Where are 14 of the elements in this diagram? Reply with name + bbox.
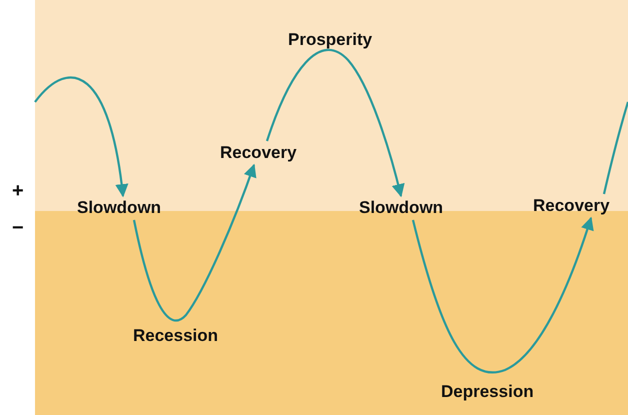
- phase-label: Prosperity: [288, 30, 372, 50]
- curved-arrow: [412, 216, 594, 374]
- sign-label: +: [12, 181, 24, 201]
- phase-label: Recession: [133, 326, 218, 346]
- phase-label: Slowdown: [77, 198, 162, 218]
- phase-label: Recovery: [533, 196, 610, 216]
- phase-label: Slowdown: [359, 198, 444, 218]
- curved-arrow: [132, 164, 256, 322]
- curved-line: [602, 102, 628, 194]
- phase-label: Depression: [441, 382, 534, 402]
- curved-arrow: [266, 48, 405, 198]
- phase-label: Recovery: [220, 143, 297, 163]
- sign-label: −: [12, 218, 24, 238]
- curved-arrow: [34, 76, 128, 198]
